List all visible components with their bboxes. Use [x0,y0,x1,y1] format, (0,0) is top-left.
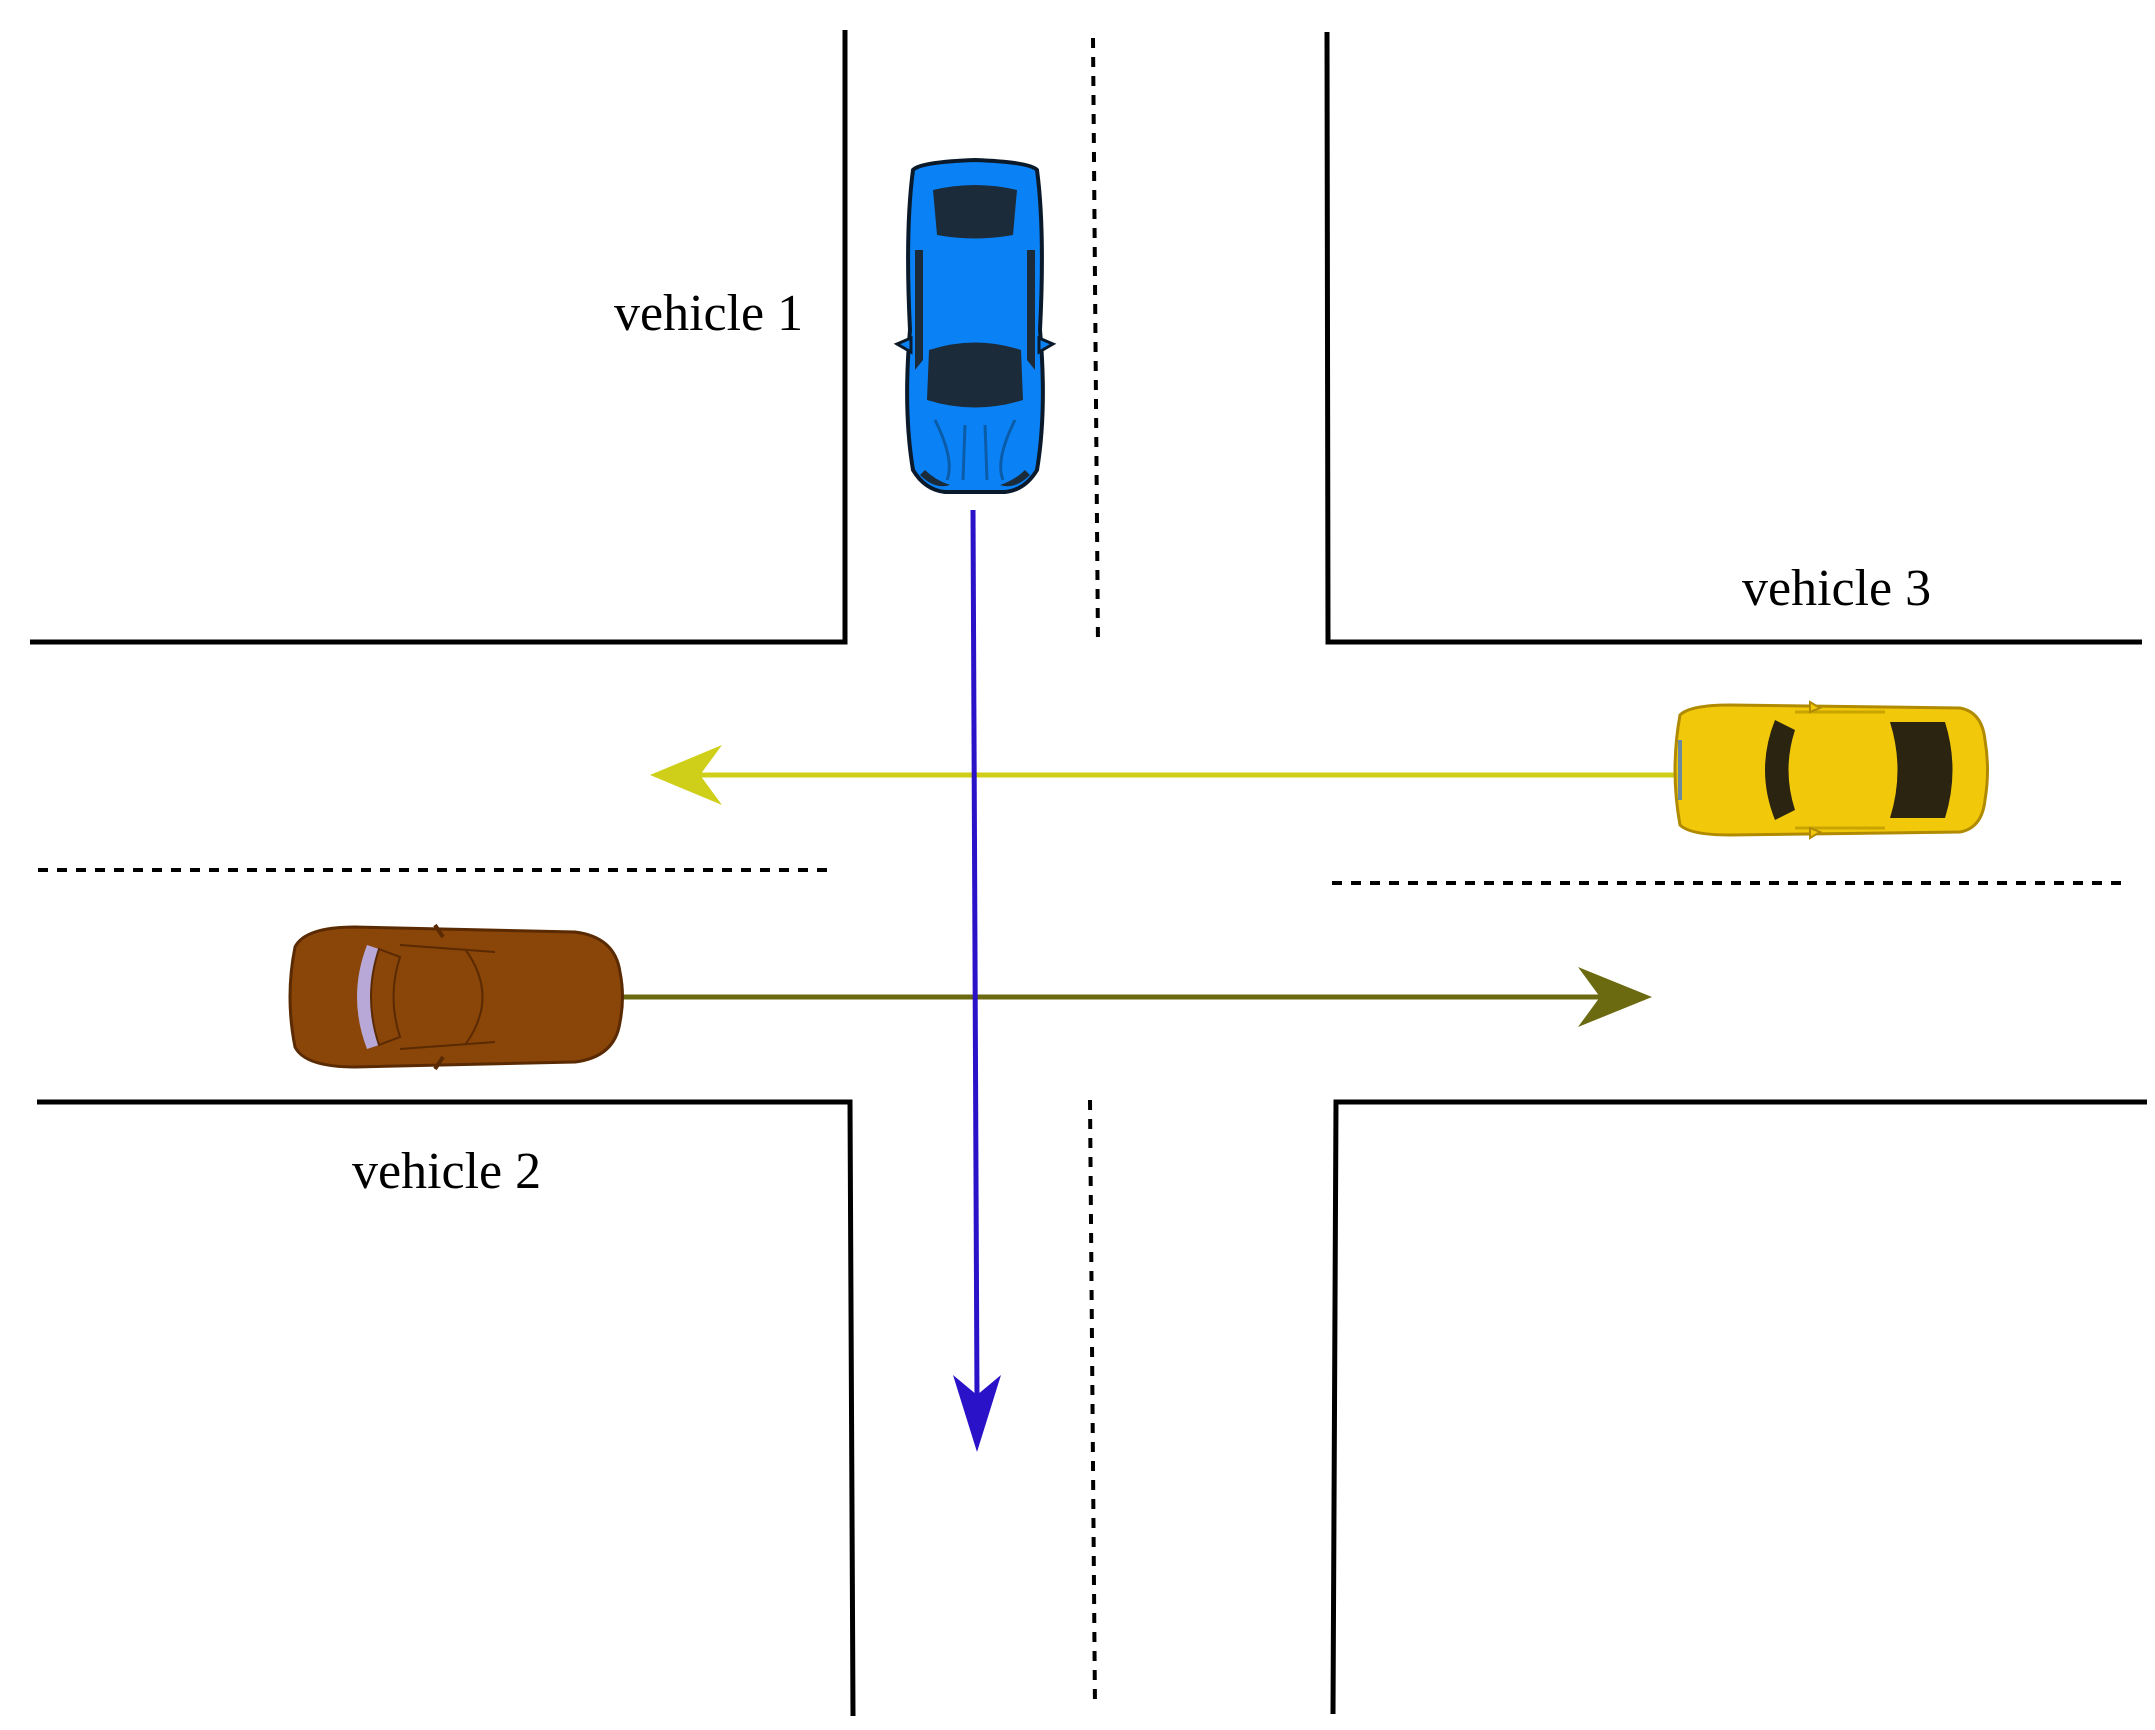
road-edge-bottom-left [37,1099,856,1717]
vehicle-2-label: vehicle 2 [352,1143,541,1200]
vehicle-3-path-arrow [650,745,1680,805]
vehicle-1-car-icon [893,157,1057,494]
lane-divider-south [1088,1099,1097,1709]
arrow-head-right-icon [1578,967,1652,1027]
lane-divider-north [1091,37,1100,646]
vehicle-2-path-arrow [615,967,1652,1027]
vehicle-3-label: vehicle 3 [1742,560,1931,617]
vehicle-2-car-icon [288,923,624,1071]
arrow-head-down-icon [953,1375,1001,1452]
vehicle-3-car-icon [1673,700,1989,840]
vehicle-1-label: vehicle 1 [614,285,803,342]
road-edges [30,30,2147,1717]
road-edge-top-left [30,30,848,645]
lane-dividers [38,37,2128,1709]
arrow-head-left-icon [650,745,722,805]
road-edge-top-right [1324,31,2142,645]
road-edge-bottom-right [1330,1099,2147,1715]
vehicle-1-path-arrow [953,509,1001,1452]
